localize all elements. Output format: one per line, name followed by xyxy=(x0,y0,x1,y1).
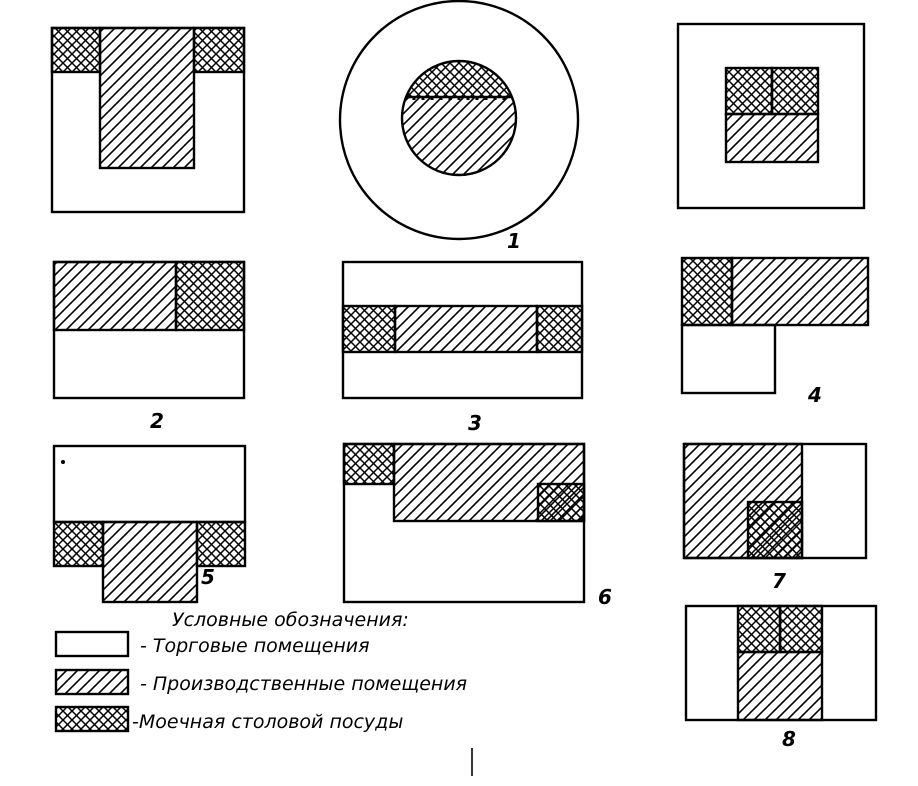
scheme-1c-production xyxy=(724,112,820,164)
scheme-number-1: 1 xyxy=(507,229,521,253)
scheme-5-production xyxy=(101,520,199,604)
scheme-number-3: 3 xyxy=(468,411,482,435)
scheme-3-production xyxy=(393,304,539,354)
scheme-1a xyxy=(50,26,246,214)
scheme-1a-dishwash-left xyxy=(50,26,102,74)
scheme-number-2: 2 xyxy=(150,409,164,433)
scheme-1c-dishwash-right xyxy=(770,66,820,116)
legend-text-production: - Производственные помещения xyxy=(140,673,467,695)
scheme-6-dishwash-right xyxy=(536,482,586,523)
scheme-3 xyxy=(341,260,584,400)
scheme-4-dishwash xyxy=(680,256,734,327)
scheme-7 xyxy=(682,442,868,560)
scheme-5-dishwash-left xyxy=(52,520,105,568)
scheme-2-dishwash xyxy=(174,260,246,332)
scheme-8 xyxy=(684,604,878,722)
scheme-1c xyxy=(676,22,866,210)
scheme-2-production xyxy=(52,260,178,332)
scheme-number-4: 4 xyxy=(807,383,822,407)
legend-swatch-production xyxy=(54,668,130,696)
scheme-8-dishwash-left xyxy=(736,604,782,654)
legend-swatch-dishwash xyxy=(54,705,130,733)
scheme-8-production xyxy=(736,650,824,722)
scheme-3-dishwash-left xyxy=(341,304,397,354)
scheme-4-trade-area xyxy=(680,323,777,395)
scheme-6-dishwash-left xyxy=(342,442,396,486)
scheme-1a-production xyxy=(98,26,196,170)
scheme-5-trade-area xyxy=(52,444,247,524)
scheme-8-dishwash-right xyxy=(778,604,824,654)
scheme-2 xyxy=(52,260,246,400)
scheme-1b xyxy=(338,0,580,241)
scheme-number-7: 7 xyxy=(772,569,786,593)
legend-title: Условные обозначения: xyxy=(172,609,409,631)
legend-text-trade: - Торговые помещения xyxy=(140,635,370,657)
scheme-6 xyxy=(342,442,586,604)
scheme-3-dishwash-right xyxy=(535,304,584,354)
speck-dot xyxy=(61,460,65,464)
scheme-4-production xyxy=(730,256,870,327)
scheme-5-dishwash-right xyxy=(195,520,247,568)
scheme-7-dishwash xyxy=(746,500,804,560)
scheme-4 xyxy=(680,256,870,395)
scheme-1c-dishwash-left xyxy=(724,66,774,116)
legend-swatch-trade xyxy=(54,630,130,658)
scheme-5 xyxy=(52,444,247,604)
scheme-1b-core xyxy=(400,59,518,177)
scheme-number-6: 6 xyxy=(598,585,612,609)
scheme-number-8: 8 xyxy=(782,727,796,751)
scheme-number-5: 5 xyxy=(201,565,215,589)
legend-text-dishwash: -Моечная столовой посуды xyxy=(132,711,403,733)
scheme-1a-dishwash-right xyxy=(192,26,246,74)
